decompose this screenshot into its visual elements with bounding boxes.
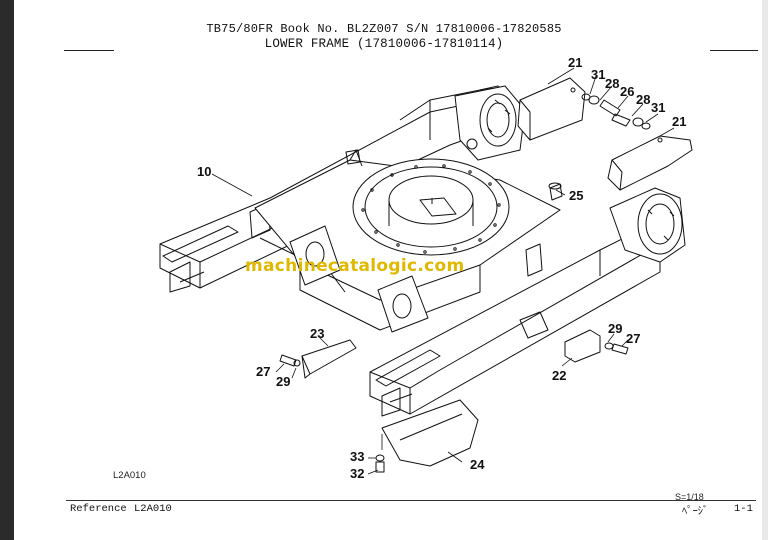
callout-23: 23: [310, 326, 324, 341]
callout-28-upper: 28: [605, 76, 619, 91]
header-rule-left: [64, 50, 114, 51]
callout-29-left: 29: [276, 374, 290, 389]
callout-26: 26: [620, 84, 634, 99]
page-title: LOWER FRAME (17810006-17810114): [264, 37, 504, 51]
callout-21-upper: 21: [568, 55, 582, 70]
book-info-line: TB75/80FR Book No. BL2Z007 S/N 17810006-…: [206, 22, 562, 36]
right-motor-housing: [609, 187, 686, 263]
callout-25: 25: [569, 188, 583, 203]
leader-lines: [211, 67, 675, 475]
cover-21-lower: [607, 135, 693, 191]
footer-rule: [66, 500, 756, 501]
callout-28-lower: 28: [636, 92, 650, 107]
callout-33: 33: [350, 449, 364, 464]
callout-24: 24: [470, 457, 485, 472]
callout-27-right: 27: [626, 331, 640, 346]
callout-21-lower: 21: [672, 114, 686, 129]
plate-22: [564, 329, 601, 363]
callout-10: 10: [197, 164, 211, 179]
callout-32: 32: [350, 466, 364, 481]
callout-31-upper: 31: [591, 67, 605, 82]
undercover-24: [381, 399, 479, 467]
left-motor-housing: [454, 85, 526, 161]
reference-code: L2A010: [134, 503, 172, 515]
watermark-text: machinecatalogic.com: [245, 256, 465, 276]
blade-bracket: [289, 225, 429, 333]
scale-label: S=1/18: [675, 492, 704, 502]
header-rule-right: [710, 50, 758, 51]
figure-code: L2A010: [113, 470, 146, 481]
reference-label: Reference: [70, 503, 127, 515]
viewer-left-edge: [0, 0, 14, 540]
callout-29-right: 29: [608, 321, 622, 336]
plate-23: [301, 339, 357, 379]
fasteners: [279, 93, 651, 473]
callout-22: 22: [552, 368, 566, 383]
callout-31-lower: 31: [651, 100, 665, 115]
page-label: ﾍﾟｰｼﾞ: [682, 506, 709, 518]
callout-27-left: 27: [256, 364, 270, 379]
viewer-right-edge: [762, 0, 768, 540]
cover-21-upper: [517, 77, 586, 141]
page-number: 1-1: [734, 503, 753, 515]
